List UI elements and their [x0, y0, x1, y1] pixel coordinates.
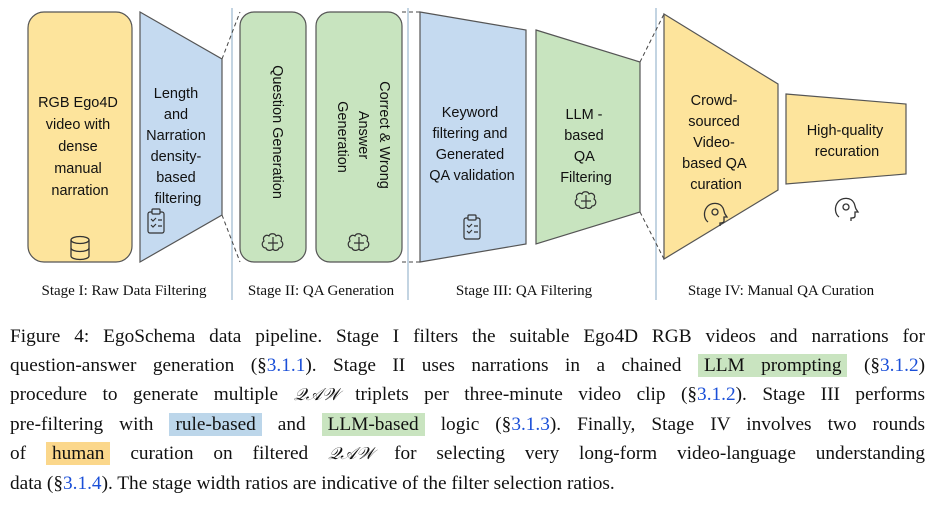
caption-text: of — [10, 443, 46, 464]
caption-text: (§ — [847, 355, 881, 376]
caption-line: of human curation on filtered 𝒬𝒜𝒲 for se… — [10, 439, 925, 469]
crowd-curation-text: Crowd- sourced Video- based QA curation — [682, 93, 750, 193]
llm-filter-trapezoid — [535, 29, 641, 245]
length-filter-text: Length and Narration density- based filt… — [146, 86, 210, 207]
caption-line: data (§3.1.4). The stage width ratios ar… — [10, 469, 925, 498]
brain-icon — [574, 191, 597, 209]
crowd-curation-trapezoid — [663, 12, 779, 261]
recuration-trapezoid — [785, 93, 907, 185]
transition-dashed-line — [221, 214, 241, 263]
caption-text: ) — [918, 355, 925, 376]
section-link[interactable]: 3.1.2 — [880, 355, 919, 376]
section-link[interactable]: 3.1.4 — [63, 473, 102, 494]
caption-line: question-answer generation (§3.1.1). Sta… — [10, 351, 925, 380]
caption-text: pre-filtering with — [10, 414, 170, 435]
caption-text: triplets per three-minute video clip (§ — [339, 384, 698, 405]
caption-text: and — [261, 414, 322, 435]
caption-line: procedure to generate multiple 𝒬𝒜𝒲 tripl… — [10, 380, 925, 410]
caption-text: for selecting very long-form video-langu… — [374, 443, 925, 464]
keyword-filter-trapezoid — [419, 11, 527, 263]
raw-video-text: RGB Ego4D video with dense manual narrat… — [38, 95, 122, 199]
answer-generation-text: Correct & Wrong Answer Generation — [334, 81, 392, 193]
human-head-icon — [834, 197, 860, 221]
caption-text: data (§ — [10, 473, 63, 494]
question-generation-text: Question Generation — [269, 65, 285, 199]
caption-text: curation on filtered — [110, 443, 329, 464]
llm-filter-text: LLM - based QA Filtering — [560, 107, 612, 186]
stage-label-3: Stage III: QA Filtering — [456, 283, 593, 299]
caption-text: procedure to generate multiple — [10, 384, 294, 405]
stage-label-2: Stage II: QA Generation — [248, 283, 395, 299]
pipeline-diagram: RGB Ego4D video with dense manual narrat… — [27, 8, 907, 300]
clipboard-icon — [463, 214, 481, 240]
answer-generation-block — [315, 11, 403, 263]
figure-caption: Figure 4: EgoSchema data pipeline. Stage… — [10, 322, 925, 498]
highlight-rule-based: rule-based — [169, 413, 262, 436]
caption-text: ). Stage III performs — [735, 384, 925, 405]
database-icon — [70, 235, 90, 261]
math-qaw: 𝒬𝒜𝒲 — [328, 444, 375, 464]
recuration-text: High-quality recuration — [807, 123, 888, 160]
section-link[interactable]: 3.1.3 — [511, 414, 550, 435]
caption-text: ). Finally, Stage IV involves two rounds — [549, 414, 925, 435]
length-filter-trapezoid — [139, 10, 223, 264]
highlight-llm-prompting: LLM prompting — [697, 354, 848, 377]
question-generation-block — [239, 11, 307, 263]
highlight-human: human — [45, 442, 111, 465]
raw-video-block — [27, 11, 133, 263]
caption-text: ). Stage II uses narrations in a chained — [305, 355, 698, 376]
caption-line: Figure 4: EgoSchema data pipeline. Stage… — [10, 326, 925, 347]
caption-line: pre-filtering with rule-based and LLM-ba… — [10, 410, 925, 439]
caption-text: question-answer generation (§ — [10, 355, 267, 376]
human-head-icon — [703, 202, 729, 226]
math-qaw: 𝒬𝒜𝒲 — [293, 385, 340, 405]
clipboard-icon — [147, 208, 165, 234]
transition-dashed-line — [221, 11, 241, 60]
keyword-filter-text: Keyword filtering and Generated QA valid… — [429, 105, 514, 184]
brain-icon — [261, 233, 284, 251]
transition-dashed-line — [639, 211, 665, 260]
brain-icon — [347, 233, 370, 251]
caption-text: logic (§ — [424, 414, 512, 435]
stage-label-4: Stage IV: Manual QA Curation — [688, 283, 875, 299]
section-link[interactable]: 3.1.1 — [266, 355, 306, 376]
transition-dashed-line — [639, 13, 665, 63]
section-link[interactable]: 3.1.2 — [697, 384, 736, 405]
caption-text: ). The stage width ratios are indicative… — [101, 473, 615, 494]
stage-label-1: Stage I: Raw Data Filtering — [42, 283, 207, 299]
highlight-llm-based: LLM-based — [321, 413, 425, 436]
